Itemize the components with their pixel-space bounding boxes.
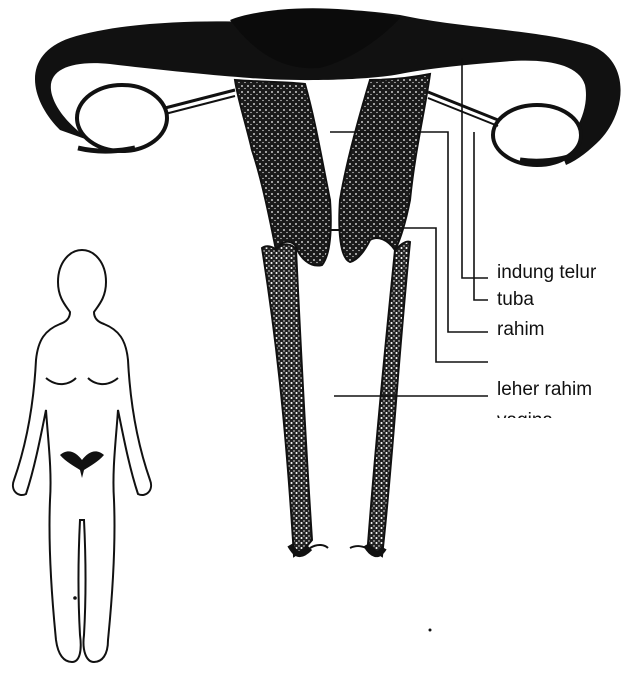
label-tube: tuba	[497, 289, 534, 311]
leader-tube	[474, 132, 488, 300]
label-ovary: indung telur	[497, 262, 596, 284]
stray-dot	[429, 629, 432, 632]
body-figure	[13, 250, 151, 662]
leader-ovary	[462, 58, 488, 278]
label-uterus: rahim	[497, 319, 545, 341]
vagina-wall	[262, 242, 410, 556]
body-figure-dot	[73, 596, 77, 600]
left-ovary	[77, 85, 235, 151]
uterus-wall	[235, 74, 430, 266]
label-cervix: leher rahim	[497, 379, 592, 401]
body-figure-organ-mark	[60, 451, 104, 478]
label-vagina: vagina	[497, 410, 553, 418]
label-vagina-clip: vagina	[497, 410, 607, 418]
right-ovary	[428, 92, 581, 165]
